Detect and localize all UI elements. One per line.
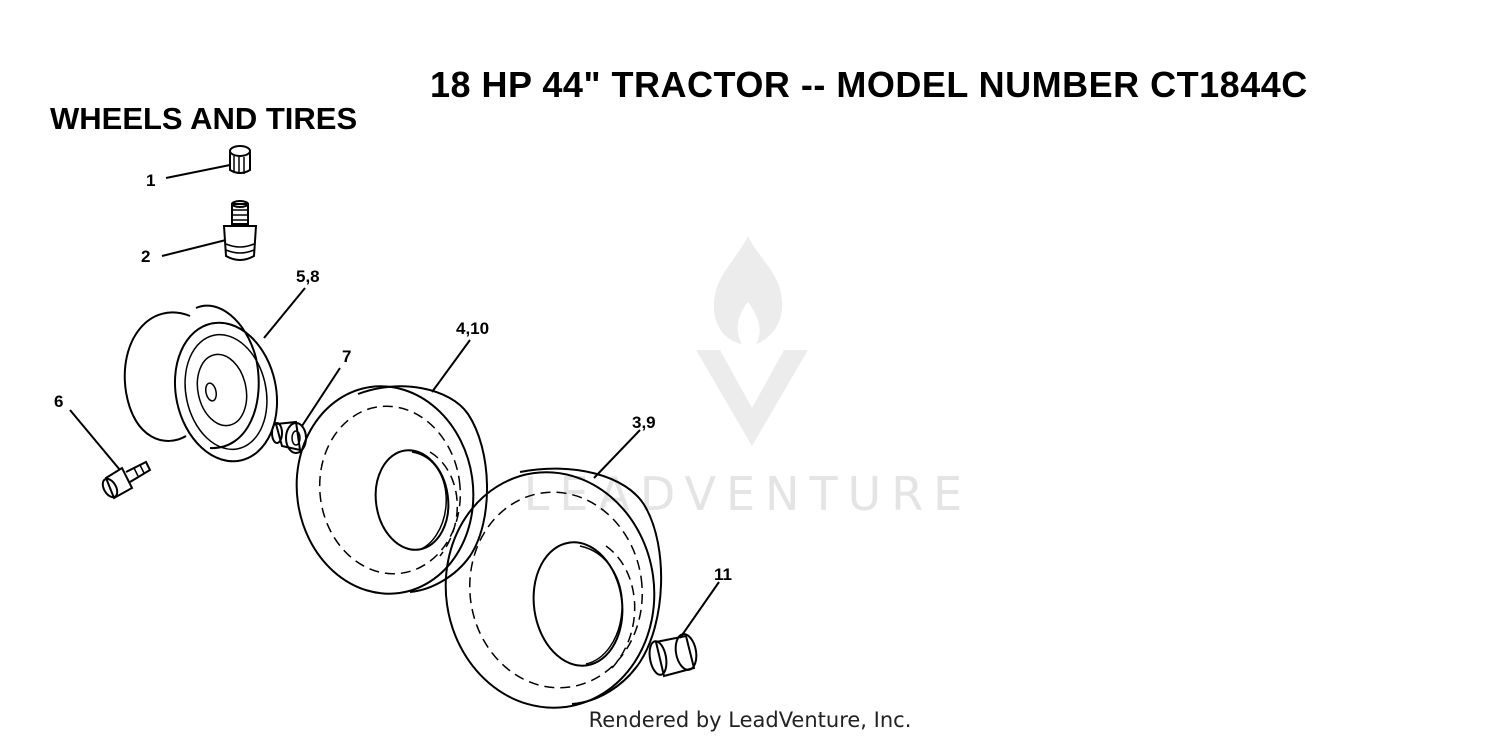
callout-3-9: 3,9 [632,413,656,432]
footer-credit: Rendered by LeadVenture, Inc. [588,708,912,732]
hub-cap-part [648,633,698,678]
leader-line-3-9 [593,429,641,479]
callout-2: 2 [141,247,150,266]
callouts: 1 2 5,8 6 7 4,10 3,9 11 [54,171,732,584]
page-title: 18 HP 44" TRACTOR -- MODEL NUMBER CT1844… [430,64,1308,105]
leader-line-5-8 [263,287,306,339]
watermark-flame-icon [696,236,808,446]
leader-line-7 [301,367,341,427]
valve-stem-part [222,200,258,261]
leader-line-4-10 [431,339,471,393]
rear-tire-part [444,467,663,709]
leader-line-6 [69,409,121,471]
bushing-part [271,420,307,454]
leader-line-2 [161,239,227,257]
watermark: LEADVENTURE [524,236,973,521]
section-title: WHEELS AND TIRES [50,101,358,136]
callout-5-8: 5,8 [296,267,320,286]
leader-line-11 [679,581,720,639]
leader-lines [69,164,720,639]
callout-7: 7 [342,347,351,366]
watermark-text: LEADVENTURE [524,467,973,521]
callout-4-10: 4,10 [456,319,489,338]
front-tire-part [295,385,489,595]
callout-11: 11 [714,565,732,584]
leader-line-1 [165,164,231,179]
valve-cap-part [229,145,251,174]
wheel-rim-part [123,304,279,463]
callout-6: 6 [54,392,63,411]
callout-1: 1 [146,171,155,190]
wheel-bolt-part [101,460,152,500]
